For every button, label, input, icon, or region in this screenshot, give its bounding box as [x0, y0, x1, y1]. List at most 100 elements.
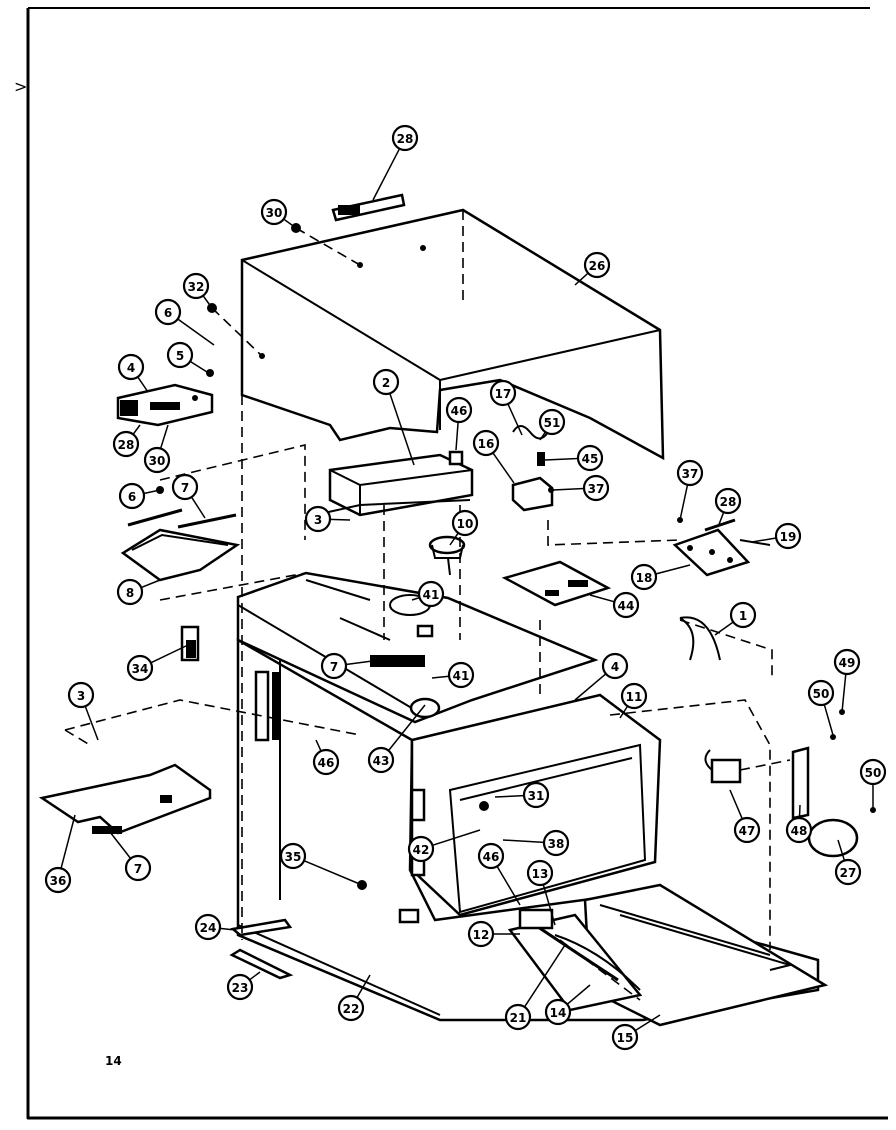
callout-c-5: 5: [166, 341, 208, 373]
callout-c-3a: 3: [304, 505, 351, 533]
callout-balloon: [676, 459, 704, 487]
leader-line: [132, 424, 141, 435]
callout-label: 18: [636, 571, 653, 585]
leader-line: [140, 579, 161, 589]
callout-label: 11: [626, 690, 643, 704]
leader-line: [544, 457, 579, 461]
callout-label: 28: [720, 495, 737, 509]
callout-label: 7: [181, 481, 189, 495]
callout-label: 5: [176, 349, 184, 363]
callout-c-30-top: 30: [260, 198, 297, 229]
callout-balloon: [833, 648, 861, 676]
callout-c-41b: 41: [431, 661, 475, 689]
callout-label: 32: [188, 280, 205, 294]
callout-label: 50: [865, 766, 882, 780]
callout-label: 1: [739, 609, 747, 623]
leader-line: [189, 360, 208, 373]
side-panel: [38, 763, 212, 835]
callout-c-46c: 46: [477, 842, 521, 906]
callout-label: 30: [149, 454, 166, 468]
callout-balloon: [451, 509, 479, 537]
leader-line: [190, 496, 206, 519]
leader-line: [539, 431, 546, 441]
callout-c-14: 14: [544, 984, 591, 1026]
callout-c-23: 23: [226, 971, 261, 1001]
callout-c-28-top: 28: [372, 124, 419, 201]
svg-text:>: >: [14, 77, 27, 96]
leader-line: [283, 218, 297, 229]
callout-balloon: [44, 866, 72, 894]
callout-balloon: [472, 429, 500, 457]
callout-label: 2: [382, 376, 390, 390]
leader-line: [109, 831, 132, 859]
leader-line: [315, 739, 322, 752]
callout-c-15: 15: [611, 1014, 661, 1051]
callout-c-7b: 7: [320, 652, 381, 680]
callout-c-24: 24: [194, 913, 236, 941]
leader-line: [449, 532, 459, 546]
callout-label: 31: [528, 789, 545, 803]
callout-c-31: 31: [494, 781, 550, 809]
leader-line: [502, 839, 545, 844]
callout-label: 49: [839, 656, 856, 670]
leader-line: [574, 673, 607, 701]
callout-label: 28: [118, 438, 135, 452]
handle-top: [331, 193, 406, 222]
callout-label: 36: [50, 874, 67, 888]
callout-balloon: [312, 748, 340, 776]
leader-line: [751, 537, 777, 543]
callout-balloon: [729, 601, 757, 629]
callout-c-46b: 46: [312, 739, 340, 776]
leader-line: [717, 511, 725, 528]
callout-c-22: 22: [337, 974, 371, 1022]
leader-line: [634, 1014, 661, 1032]
leader-line: [372, 148, 401, 201]
callout-balloon: [611, 1023, 639, 1051]
callout-balloon: [544, 998, 572, 1026]
callout-label: 7: [134, 862, 142, 876]
callout-balloon: [601, 652, 629, 680]
callout-balloon: [279, 842, 307, 870]
callout-c-50b: 50: [859, 758, 887, 810]
callout-balloon: [143, 446, 171, 474]
callout-label: 44: [618, 599, 635, 613]
callout-balloon: [367, 746, 395, 774]
callout-balloon: [171, 473, 199, 501]
feet: [229, 880, 420, 980]
leader-line: [542, 884, 556, 926]
outer-cover-top: [240, 208, 665, 461]
callout-label: 48: [791, 824, 808, 838]
callout-balloon: [612, 591, 640, 619]
callout-c-8: 8: [116, 578, 161, 606]
callout-balloon: [620, 682, 648, 710]
leader-line: [177, 318, 215, 346]
control-bracket: [116, 383, 214, 427]
callout-label: 3: [77, 689, 85, 703]
callout-label: 4: [127, 361, 135, 375]
leader-line: [202, 295, 213, 309]
callout-label: 46: [483, 850, 500, 864]
callout-balloon: [447, 661, 475, 689]
leader-line: [143, 489, 161, 495]
leader-line: [432, 829, 481, 847]
callout-label: 42: [413, 843, 430, 857]
callout-label: 24: [200, 921, 217, 935]
right-small-parts: [704, 709, 876, 858]
leader-line: [566, 984, 591, 1005]
callout-c-30-left: 30: [143, 424, 171, 474]
callout-c-41a: 41: [411, 580, 445, 608]
callout-balloon: [67, 681, 95, 709]
relay-assembly: [511, 425, 554, 512]
callout-label: 13: [532, 867, 549, 881]
callout-label: 12: [473, 928, 490, 942]
callout-c-32: 32: [182, 272, 213, 309]
callout-balloon: [733, 816, 761, 844]
callout-label: 35: [285, 850, 302, 864]
callout-balloon: [582, 474, 610, 502]
callout-c-42: 42: [407, 829, 481, 863]
callout-c-26: 26: [574, 251, 611, 286]
callout-label: 47: [739, 824, 756, 838]
callout-label: 6: [128, 490, 136, 504]
callout-label: 23: [232, 981, 249, 995]
leader-line: [729, 789, 743, 820]
